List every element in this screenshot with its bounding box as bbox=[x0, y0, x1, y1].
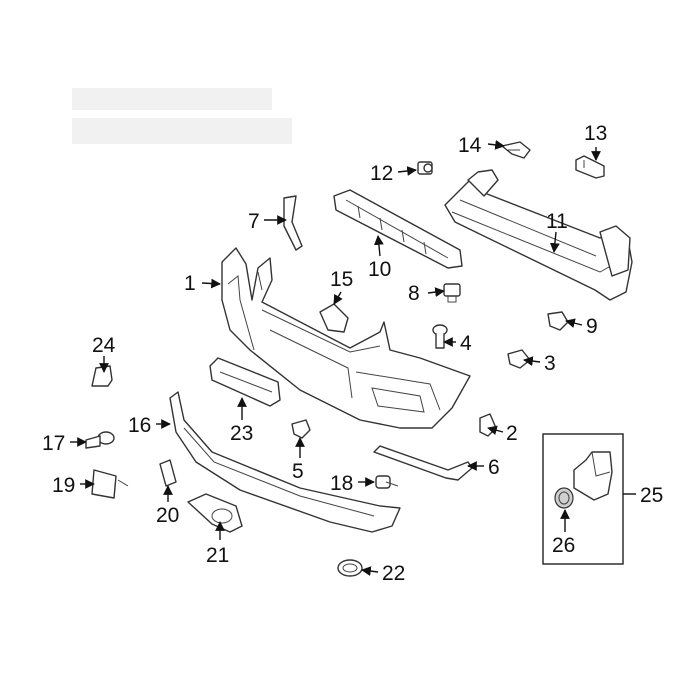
bracket-24 bbox=[91, 365, 113, 387]
callout-1: 1 bbox=[184, 272, 196, 295]
callout-5: 5 bbox=[292, 460, 304, 483]
callout-12: 12 bbox=[370, 162, 393, 185]
callout-labels: 1 2 3 4 5 6 7 8 9 10 11 12 13 14 15 16 1… bbox=[42, 122, 663, 585]
clip-18 bbox=[375, 475, 399, 489]
callout-26: 26 bbox=[552, 534, 575, 557]
license-plate-bracket bbox=[209, 357, 281, 407]
callout-8: 8 bbox=[408, 282, 420, 305]
energy-absorber bbox=[333, 189, 463, 269]
clip-3 bbox=[507, 349, 531, 369]
callout-22: 22 bbox=[382, 562, 405, 585]
cover-20 bbox=[159, 459, 177, 487]
callout-4: 4 bbox=[460, 332, 472, 355]
lower-spoiler bbox=[169, 391, 401, 533]
bracket-7 bbox=[283, 195, 303, 251]
callout-11: 11 bbox=[546, 210, 568, 233]
bracket-13 bbox=[575, 155, 605, 179]
callout-23: 23 bbox=[230, 422, 253, 445]
leader-lines bbox=[70, 140, 636, 576]
callout-2: 2 bbox=[506, 422, 518, 445]
callout-15: 15 bbox=[330, 268, 353, 291]
clip-9 bbox=[547, 311, 569, 331]
moulding-strip bbox=[373, 445, 473, 481]
callout-20: 20 bbox=[156, 504, 179, 527]
callout-7: 7 bbox=[248, 210, 260, 233]
bracket-19 bbox=[91, 469, 129, 499]
callout-17: 17 bbox=[42, 432, 65, 455]
sensor-assembly-box bbox=[542, 433, 624, 565]
callout-10: 10 bbox=[368, 258, 391, 281]
callout-14: 14 bbox=[458, 134, 482, 157]
callout-24: 24 bbox=[92, 334, 116, 357]
clip-5 bbox=[291, 419, 311, 439]
cover-15 bbox=[319, 303, 349, 333]
callout-13: 13 bbox=[584, 122, 607, 145]
callout-25: 25 bbox=[640, 484, 663, 507]
callout-16: 16 bbox=[128, 414, 151, 437]
watermark bbox=[72, 88, 292, 144]
callout-21: 21 bbox=[206, 544, 229, 567]
clip-12 bbox=[417, 161, 433, 175]
tow-cap bbox=[337, 559, 363, 577]
callout-19: 19 bbox=[52, 474, 75, 497]
bolt-17 bbox=[85, 431, 115, 449]
callout-6: 6 bbox=[488, 456, 500, 479]
callout-3: 3 bbox=[544, 352, 556, 375]
fog-lamp-cover bbox=[187, 493, 243, 533]
callout-9: 9 bbox=[586, 315, 598, 338]
callout-18: 18 bbox=[330, 472, 353, 495]
clip-2 bbox=[479, 413, 497, 437]
bolt-8 bbox=[443, 283, 461, 303]
push-clip-4 bbox=[432, 324, 448, 349]
bumper-cover bbox=[221, 247, 471, 429]
bumper-reinforcement-beam bbox=[444, 169, 633, 301]
bracket-14 bbox=[501, 141, 531, 159]
